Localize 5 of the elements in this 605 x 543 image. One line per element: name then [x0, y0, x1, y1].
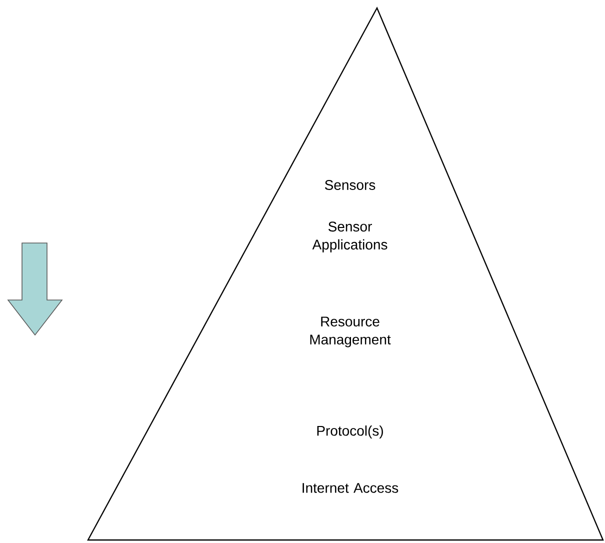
layer-label: Sensor Applications: [312, 222, 388, 252]
layer-label: Protocol(s): [317, 425, 383, 439]
layer-label: Internet Access: [302, 483, 398, 493]
layer-label: Sensors: [324, 180, 376, 190]
layer-label: Resource Management: [310, 316, 391, 348]
